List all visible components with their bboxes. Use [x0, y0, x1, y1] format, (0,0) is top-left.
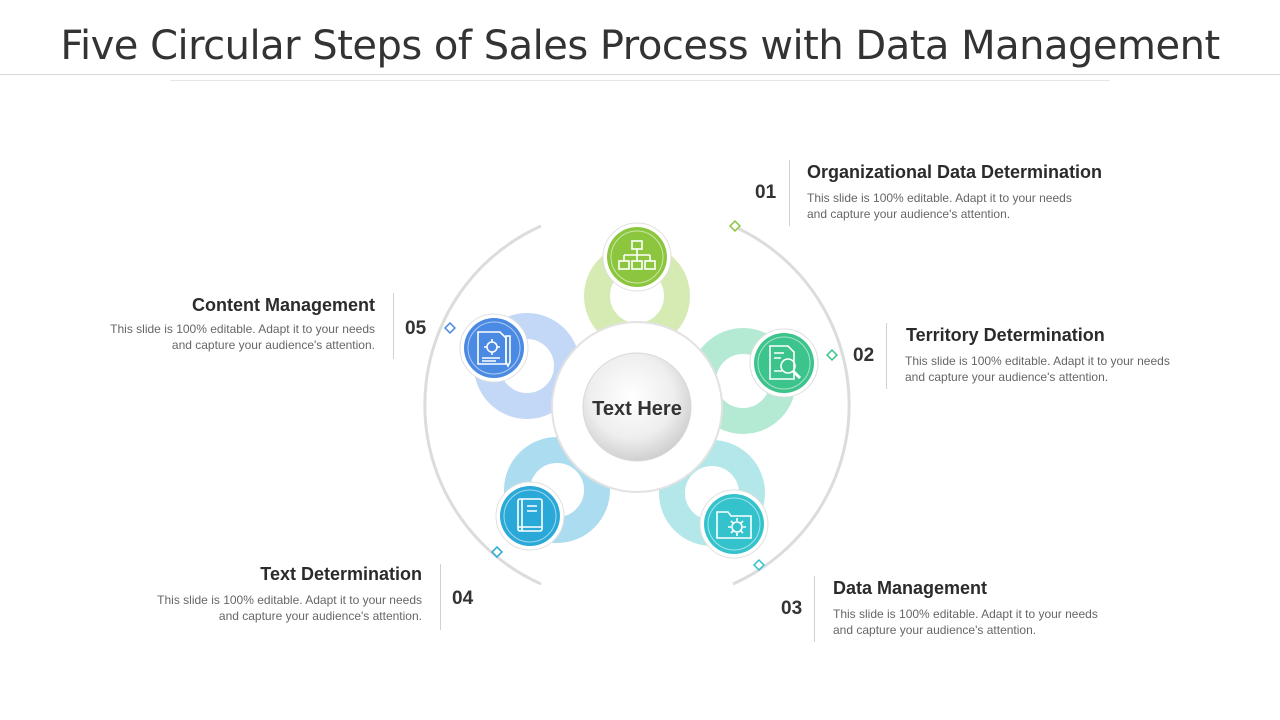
- center-label: Text Here: [592, 398, 682, 420]
- outer-arc-left: [423, 224, 542, 586]
- step-number-05: 05: [405, 318, 427, 339]
- step-separator-05: [393, 293, 394, 359]
- document-search-icon: [769, 345, 802, 380]
- step-badge-04: [495, 481, 565, 551]
- step-number-01: 01: [755, 182, 777, 203]
- step-title-05: Content Management: [191, 295, 375, 315]
- step-marker-02: [825, 348, 839, 362]
- step-marker-01: [728, 219, 742, 233]
- document-gear-icon: [477, 331, 511, 368]
- step-title-01: Organizational Data Determination: [807, 162, 1103, 182]
- title-underline: [170, 80, 1110, 81]
- folder-gear-icon: [716, 511, 752, 539]
- step-title-03: Data Management: [833, 578, 988, 598]
- org-chart-icon: [618, 240, 656, 270]
- outer-arc-right: [732, 224, 851, 586]
- step-number-04: 04: [452, 588, 474, 609]
- step-badge-05: [459, 313, 529, 383]
- step-marker-04: [490, 545, 504, 559]
- slide-title: Five Circular Steps of Sales Process wit…: [60, 23, 1220, 69]
- step-description-05: This slide is 100% editable. Adapt it to…: [110, 322, 375, 352]
- step-separator-04: [440, 564, 441, 630]
- step-number-03: 03: [781, 598, 803, 619]
- step-title-02: Territory Determination: [906, 325, 1105, 345]
- center-inner-circle: [582, 352, 692, 462]
- step-separator-02: [886, 323, 887, 389]
- step-description-02: This slide is 100% editable. Adapt it to…: [905, 354, 1170, 384]
- step-marker-03: [752, 558, 766, 572]
- step-badge-02: [749, 328, 819, 398]
- step-title-04: Text Determination: [260, 564, 422, 584]
- step-separator-03: [814, 576, 815, 642]
- step-description-01: This slide is 100% editable. Adapt it to…: [807, 191, 1072, 221]
- step-number-02: 02: [853, 345, 875, 366]
- book-icon: [517, 498, 543, 532]
- step-marker-05: [443, 321, 457, 335]
- step-description-04: This slide is 100% editable. Adapt it to…: [157, 593, 422, 623]
- step-separator-01: [789, 160, 790, 226]
- step-badge-03: [699, 489, 769, 559]
- step-description-03: This slide is 100% editable. Adapt it to…: [833, 607, 1098, 637]
- title-divider: [0, 74, 1280, 75]
- step-badge-01: [602, 222, 672, 292]
